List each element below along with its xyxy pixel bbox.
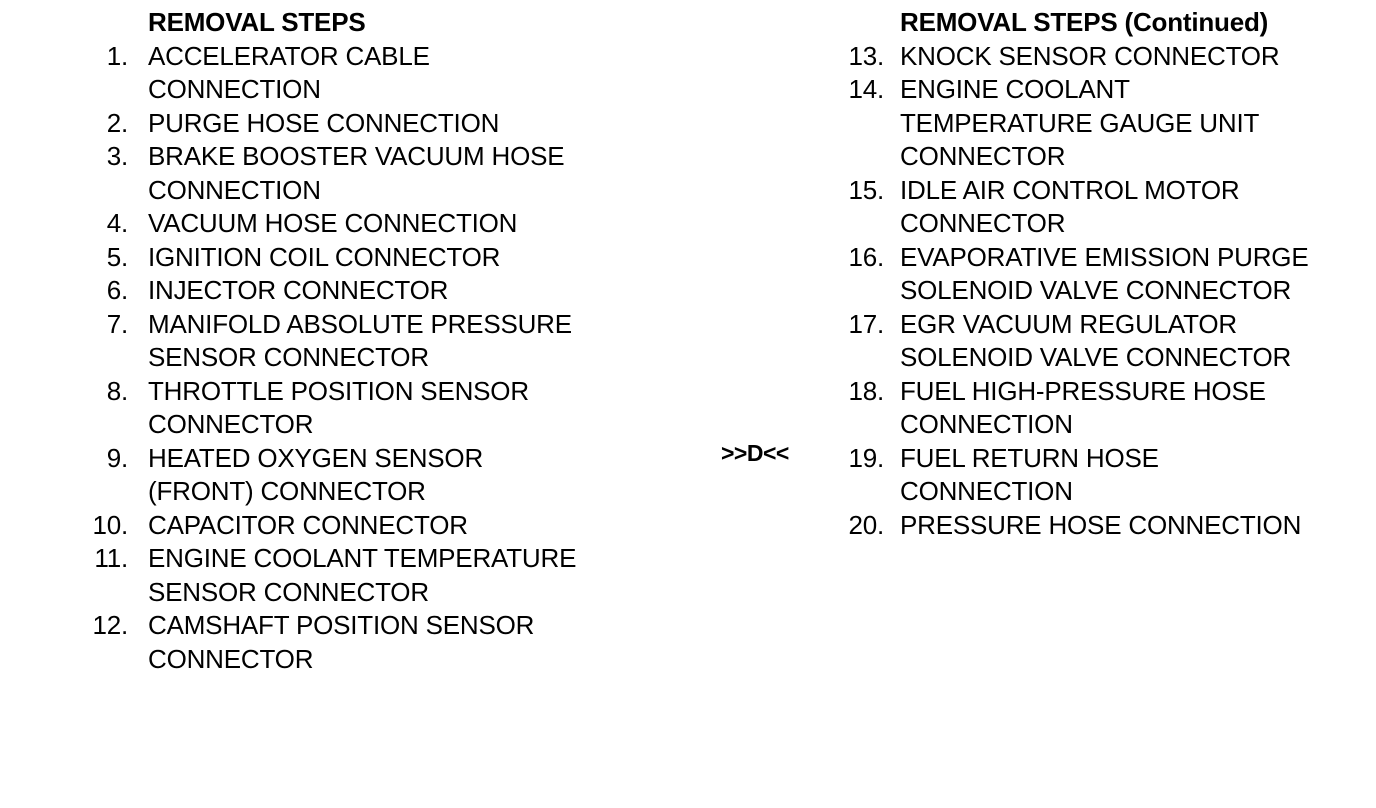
step-number: 9. (106, 442, 128, 473)
list-item: 14. ENGINE COOLANT TEMPERATURE GAUGE UNI… (820, 73, 1376, 174)
step-label: PRESSURE HOSE CONNECTION (900, 509, 1302, 540)
list-item: 1. ACCELERATOR CABLE CONNECTION (0, 40, 640, 107)
left-column-header: REMOVAL STEPS (148, 7, 366, 37)
step-label: CAPACITOR CONNECTOR (148, 509, 468, 540)
step-label: ENGINE COOLANT TEMPERATURE GAUGE UNIT CO… (900, 74, 1259, 171)
step-label: KNOCK SENSOR CONNECTOR (900, 40, 1280, 71)
step-label: IGNITION COIL CONNECTOR (148, 241, 501, 272)
removal-steps-right-column: REMOVAL STEPS (Continued) 13. KNOCK SENS… (820, 6, 1376, 542)
list-item: 18. FUEL HIGH-PRESSURE HOSE CONNECTION (820, 375, 1376, 442)
step-label: ACCELERATOR CABLE CONNECTION (148, 40, 430, 105)
list-item: 8. THROTTLE POSITION SENSOR CONNECTOR (0, 375, 640, 442)
step-number: 1. (106, 40, 128, 71)
list-item: 2. PURGE HOSE CONNECTION (0, 107, 640, 141)
section-marker-d: >>D<< (721, 440, 789, 466)
step-label: MANIFOLD ABSOLUTE PRESSURE SENSOR CONNEC… (148, 308, 572, 373)
list-item: 7. MANIFOLD ABSOLUTE PRESSURE SENSOR CON… (0, 308, 640, 375)
step-number: 12. (92, 610, 128, 640)
step-label: INJECTOR CONNECTOR (148, 275, 449, 305)
step-number: 13. (848, 40, 884, 71)
list-item: 19. FUEL RETURN HOSE CONNECTION (820, 442, 1376, 509)
step-number: 5. (106, 241, 128, 272)
list-item: 11. ENGINE COOLANT TEMPERATURE SENSOR CO… (0, 542, 640, 609)
list-item: 3. BRAKE BOOSTER VACUUM HOSE CONNECTION (0, 140, 640, 207)
step-label: ENGINE COOLANT TEMPERATURE SENSOR CONNEC… (148, 543, 577, 607)
step-label: FUEL HIGH-PRESSURE HOSE CONNECTION (900, 375, 1266, 440)
step-number: 6. (106, 275, 128, 305)
list-item: 6. INJECTOR CONNECTOR (0, 274, 640, 308)
step-label: BRAKE BOOSTER VACUUM HOSE CONNECTION (148, 141, 565, 205)
step-number: 14. (848, 74, 884, 104)
step-number: 2. (106, 107, 128, 138)
step-number: 19. (848, 442, 884, 473)
step-label: PURGE HOSE CONNECTION (148, 107, 500, 138)
step-label: EGR VACUUM REGULATOR SOLENOID VALVE CONN… (900, 308, 1292, 373)
step-number: 4. (106, 208, 128, 238)
step-label: CAMSHAFT POSITION SENSOR CONNECTOR (148, 610, 535, 674)
removal-steps-left-column: REMOVAL STEPS 1. ACCELERATOR CABLE CONNE… (0, 6, 640, 676)
list-item: 4. VACUUM HOSE CONNECTION (0, 207, 640, 241)
step-number: 3. (106, 141, 128, 171)
step-label: EVAPORATIVE EMISSION PURGE SOLENOID VALV… (900, 241, 1309, 306)
step-label: IDLE AIR CONTROL MOTOR CONNECTOR (900, 174, 1240, 239)
list-item: 16. EVAPORATIVE EMISSION PURGE SOLENOID … (820, 241, 1376, 308)
step-number: 18. (848, 375, 884, 406)
step-number: 7. (106, 308, 128, 339)
step-label: FUEL RETURN HOSE CONNECTION (900, 442, 1159, 507)
step-number: 16. (848, 241, 884, 272)
list-item: 5. IGNITION COIL CONNECTOR (0, 241, 640, 275)
step-label: VACUUM HOSE CONNECTION (148, 208, 518, 238)
step-number: 15. (848, 174, 884, 205)
step-label: HEATED OXYGEN SENSOR (FRONT) CONNECTOR (148, 442, 484, 507)
step-label: THROTTLE POSITION SENSOR CONNECTOR (148, 375, 529, 440)
list-item: 12. CAMSHAFT POSITION SENSOR CONNECTOR (0, 609, 640, 676)
list-item: 10. CAPACITOR CONNECTOR (0, 509, 640, 543)
list-item: 15. IDLE AIR CONTROL MOTOR CONNECTOR (820, 174, 1376, 241)
list-item: 17. EGR VACUUM REGULATOR SOLENOID VALVE … (820, 308, 1376, 375)
step-number: 20. (848, 509, 884, 540)
right-column-header: REMOVAL STEPS (Continued) (900, 7, 1269, 37)
step-number: 11. (94, 543, 128, 573)
step-number: 17. (848, 308, 884, 339)
list-item: 20. PRESSURE HOSE CONNECTION (820, 509, 1376, 543)
left-steps-list: 1. ACCELERATOR CABLE CONNECTION 2. PURGE… (0, 40, 640, 677)
right-steps-list: 13. KNOCK SENSOR CONNECTOR 14. ENGINE CO… (820, 40, 1376, 543)
list-item: 9. HEATED OXYGEN SENSOR (FRONT) CONNECTO… (0, 442, 640, 509)
step-number: 8. (106, 375, 128, 406)
list-item: 13. KNOCK SENSOR CONNECTOR (820, 40, 1376, 74)
step-number: 10. (92, 509, 128, 540)
